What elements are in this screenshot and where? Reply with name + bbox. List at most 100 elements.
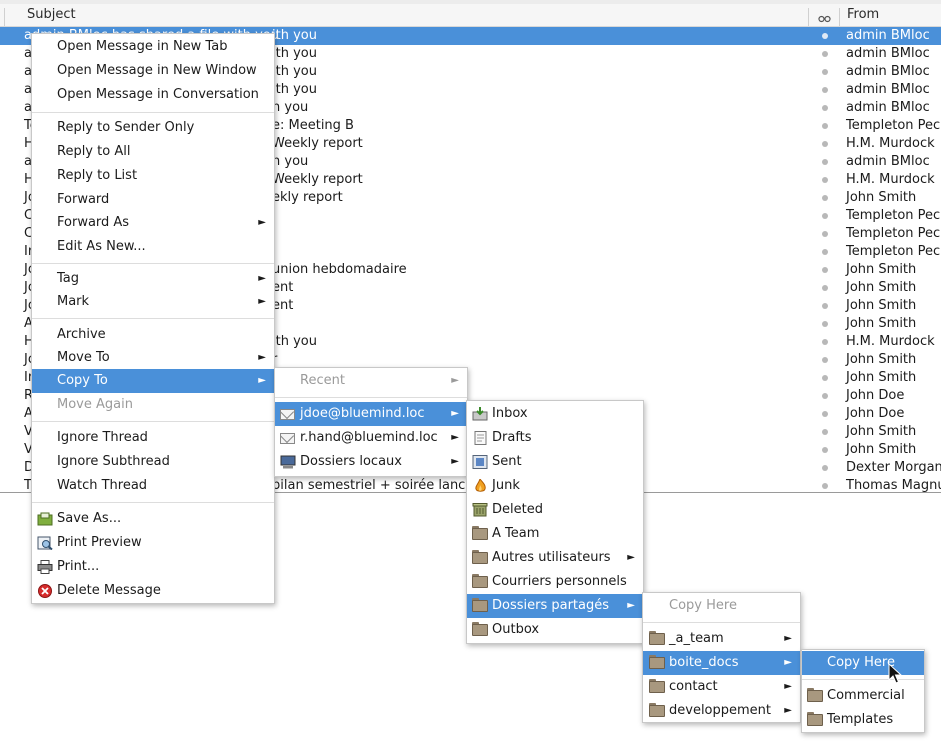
folder-outbox[interactable]: Outbox: [467, 618, 643, 642]
menu-print-preview[interactable]: Print Preview: [32, 531, 274, 555]
menu-account-rhand[interactable]: r.hand@bluemind.loc►: [275, 426, 467, 450]
folder-dossiers-partages[interactable]: Dossiers partagés►: [467, 594, 643, 618]
read-status-dot-icon[interactable]: [822, 231, 828, 237]
folder-sent[interactable]: Sent: [467, 450, 643, 474]
menu-account-jdoe[interactable]: jdoe@bluemind.loc►: [275, 402, 467, 426]
message-from: Templeton Peck: [846, 226, 941, 241]
folder-contact[interactable]: contact►: [643, 675, 800, 699]
menu-watch-thread[interactable]: Watch Thread: [32, 474, 274, 498]
trash-icon: [472, 503, 488, 517]
message-row[interactable]: VVJohn Smith: [0, 423, 941, 441]
menu-open-in-conversation[interactable]: Open Message in Conversation: [32, 83, 274, 107]
read-status-dot-icon[interactable]: [822, 375, 828, 381]
menu-reply-list[interactable]: Reply to List: [32, 164, 274, 188]
menu-copy-here[interactable]: Copy Here: [643, 594, 800, 618]
folder-courriers-personnels[interactable]: Courriers personnels: [467, 570, 643, 594]
folder-inbox[interactable]: Inbox: [467, 402, 643, 426]
read-status-dot-icon[interactable]: [822, 51, 828, 57]
message-row[interactable]: IrIrJohn Smith: [0, 369, 941, 387]
thread-column-icon[interactable]: [812, 8, 840, 30]
menu-forward[interactable]: Forward: [32, 188, 274, 212]
message-row[interactable]: CCTempleton Peck: [0, 207, 941, 225]
read-status-dot-icon[interactable]: [822, 123, 828, 129]
read-status-dot-icon[interactable]: [822, 177, 828, 183]
menu-forward-as[interactable]: Forward As►: [32, 211, 274, 235]
folder-templates[interactable]: Templates: [802, 708, 924, 732]
read-status-dot-icon[interactable]: [822, 141, 828, 147]
read-status-dot-icon[interactable]: [822, 357, 828, 363]
read-status-dot-icon[interactable]: [822, 303, 828, 309]
read-status-dot-icon[interactable]: [822, 195, 828, 201]
read-status-dot-icon[interactable]: [822, 213, 828, 219]
menu-print[interactable]: Print...: [32, 555, 274, 579]
menu-ignore-thread[interactable]: Ignore Thread: [32, 426, 274, 450]
read-status-dot-icon[interactable]: [822, 411, 828, 417]
message-row[interactable]: IrIrTempleton Peck: [0, 243, 941, 261]
message-row[interactable]: AAJohn Doe: [0, 405, 941, 423]
menu-local-folders[interactable]: Dossiers locaux►: [275, 450, 467, 474]
menu-reply-all[interactable]: Reply to All: [32, 140, 274, 164]
folder-drafts[interactable]: Drafts: [467, 426, 643, 450]
menu-copy-here-boite-docs[interactable]: Copy Here: [802, 651, 924, 675]
menu-move-to[interactable]: Move To►: [32, 346, 274, 370]
menu-recent[interactable]: Recent►: [275, 369, 467, 393]
menu-mark[interactable]: Mark►: [32, 290, 274, 314]
read-status-dot-icon[interactable]: [822, 447, 828, 453]
folder-boite-docs[interactable]: boite_docs►: [643, 651, 800, 675]
column-subject[interactable]: Subject: [27, 7, 76, 22]
message-row[interactable]: AAJohn Smith: [0, 315, 941, 333]
message-row[interactable]: CCTempleton Peck: [0, 225, 941, 243]
message-row[interactable]: RRJohn Doe: [0, 387, 941, 405]
read-status-dot-icon[interactable]: [822, 429, 828, 435]
menu-save-as[interactable]: Save As...: [32, 507, 274, 531]
menu-tag[interactable]: Tag►: [32, 267, 274, 291]
folder-commercial[interactable]: Commercial: [802, 684, 924, 708]
menu-open-new-window[interactable]: Open Message in New Window: [32, 59, 274, 83]
read-status-dot-icon[interactable]: [822, 159, 828, 165]
read-status-dot-icon[interactable]: [822, 267, 828, 273]
menu-ignore-subthread[interactable]: Ignore Subthread: [32, 450, 274, 474]
message-row[interactable]: VVJohn Smith: [0, 441, 941, 459]
read-status-dot-icon[interactable]: [822, 69, 828, 75]
folder-deleted[interactable]: Deleted: [467, 498, 643, 522]
column-from[interactable]: From: [847, 7, 880, 22]
folder-junk[interactable]: Junk: [467, 474, 643, 498]
folder-developpement[interactable]: developpement►: [643, 699, 800, 723]
menu-move-again[interactable]: Move Again: [32, 393, 274, 417]
menu-edit-as-new[interactable]: Edit As New...: [32, 235, 274, 259]
menu-item-label: Inbox: [492, 406, 528, 421]
folder-a-team-shared[interactable]: _a_team►: [643, 627, 800, 651]
read-status-dot-icon[interactable]: [822, 465, 828, 471]
read-status-dot-icon[interactable]: [822, 483, 828, 489]
read-status-dot-icon[interactable]: [822, 33, 828, 39]
read-status-dot-icon[interactable]: [822, 321, 828, 327]
menu-reply-sender[interactable]: Reply to Sender Only: [32, 116, 274, 140]
menu-open-new-tab[interactable]: Open Message in New Tab: [32, 35, 274, 59]
read-status-dot-icon[interactable]: [822, 393, 828, 399]
folder-a-team[interactable]: A Team: [467, 522, 643, 546]
menu-delete-message[interactable]: Delete Message: [32, 579, 274, 603]
read-status-dot-icon[interactable]: [822, 339, 828, 345]
read-status-dot-icon[interactable]: [822, 285, 828, 291]
menu-archive[interactable]: Archive: [32, 323, 274, 347]
read-status-dot-icon[interactable]: [822, 87, 828, 93]
read-status-dot-icon[interactable]: [822, 249, 828, 255]
folder-autres-utilisateurs[interactable]: Autres utilisateurs►: [467, 546, 643, 570]
message-row[interactable]: DDDexter Morgan: [0, 459, 941, 477]
read-status-dot-icon[interactable]: [822, 105, 828, 111]
menu-copy-to[interactable]: Copy To►: [32, 369, 274, 393]
